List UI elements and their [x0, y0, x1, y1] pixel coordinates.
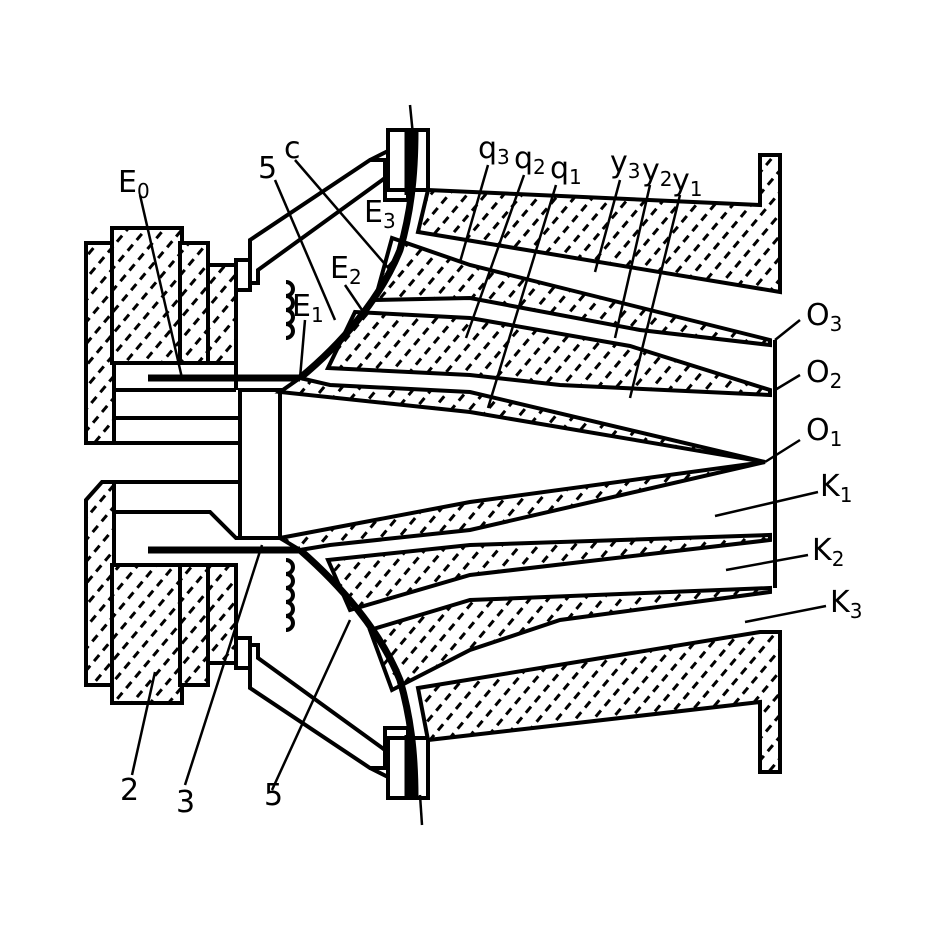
label-3: 3	[176, 785, 195, 820]
label-2: 2	[120, 773, 139, 808]
label-5-bottom: 5	[264, 778, 283, 813]
label-q3: q3	[478, 131, 510, 169]
label-O2: O2	[806, 355, 842, 393]
label-O3: O3	[806, 298, 842, 336]
label-5-top: 5	[258, 151, 277, 186]
cone-layer-lower-3	[367, 585, 772, 693]
coil-upper	[285, 280, 295, 340]
cone-layer-upper-2	[324, 309, 772, 398]
label-y1: y1	[672, 163, 703, 201]
coil-lower	[285, 558, 295, 632]
label-K2: K2	[812, 533, 844, 571]
leader-lines	[130, 159, 827, 791]
labels: E0 5 c E3 E2 E1 q3 q2 q1 y3 y2 y1 O3 O2 …	[118, 131, 862, 820]
cone-layer-lower-2	[325, 532, 772, 613]
label-E0: E0	[118, 165, 150, 203]
label-K3: K3	[830, 585, 862, 623]
bore-flange	[238, 388, 282, 540]
axis-spikes	[408, 104, 424, 826]
feed-lines	[148, 374, 300, 554]
label-E3: E3	[364, 195, 396, 233]
label-q1: q1	[550, 151, 582, 189]
label-E1: E1	[292, 289, 324, 327]
electrode-curves	[297, 129, 419, 799]
cone-layer-upper-3	[372, 235, 772, 348]
label-E2: E2	[330, 251, 362, 289]
label-K1: K1	[820, 469, 852, 507]
label-y3: y3	[610, 145, 641, 183]
label-c: c	[284, 131, 301, 166]
outer-housing-upper	[415, 153, 782, 295]
mount-block-upper	[84, 226, 240, 445]
mount-block-lower	[84, 480, 240, 705]
label-y2: y2	[642, 153, 673, 191]
label-q2: q2	[514, 141, 546, 179]
label-O1: O1	[806, 413, 842, 451]
outer-housing-lower	[415, 630, 782, 774]
